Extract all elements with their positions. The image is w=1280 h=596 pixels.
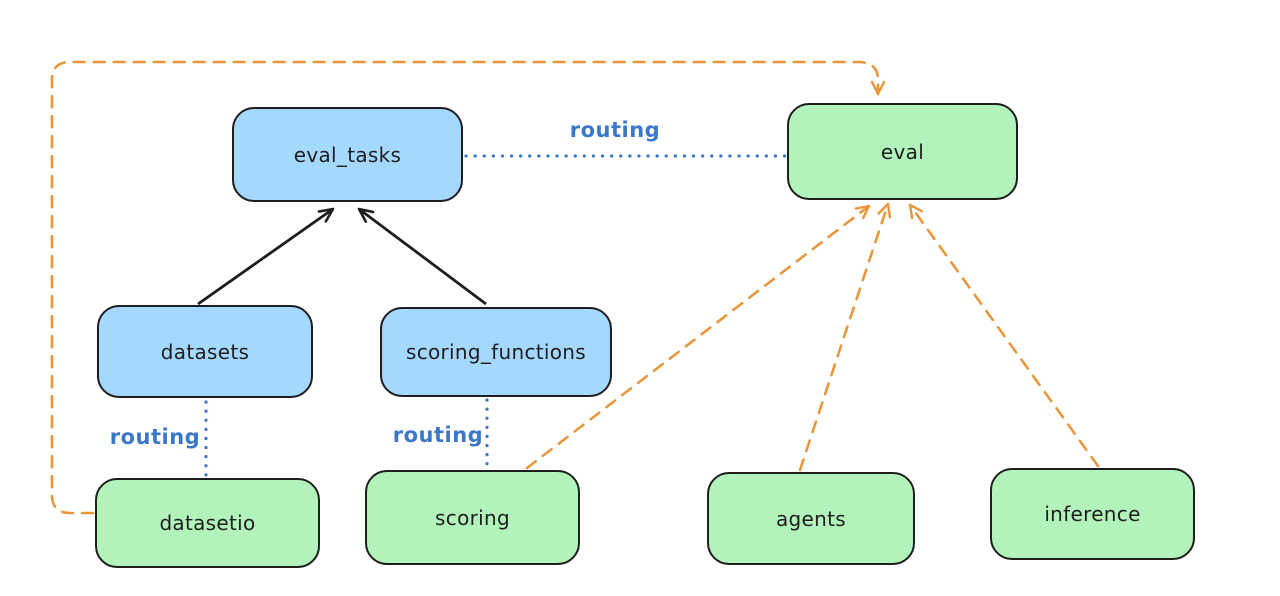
node-inference-label: inference	[1044, 502, 1141, 526]
node-datasets: datasets	[97, 305, 313, 398]
node-agents: agents	[707, 472, 915, 565]
edge-scoring-to-eval-dashed	[525, 204, 871, 470]
node-scoring-functions-label: scoring_functions	[405, 340, 587, 364]
edge-datasetio-to-eval-dashed	[50, 60, 886, 515]
edge-label-routing-datasets-datasetio: routing	[109, 425, 201, 449]
edge-datasets-to-eval-tasks	[197, 207, 335, 306]
node-datasetio: datasetio	[95, 478, 320, 568]
node-eval-tasks-label: eval_tasks	[293, 142, 402, 167]
node-scoring: scoring	[365, 470, 580, 565]
node-datasetio-label: datasetio	[159, 511, 256, 535]
node-eval-label: eval	[880, 139, 925, 164]
node-eval: eval	[787, 103, 1018, 200]
node-scoring-functions: scoring_functions	[380, 307, 612, 397]
edge-inference-to-eval-dashed	[908, 203, 1100, 468]
node-datasets-label: datasets	[160, 339, 250, 364]
node-scoring-label: scoring	[435, 505, 510, 530]
node-eval-tasks: eval_tasks	[232, 107, 463, 202]
edge-label-routing-eval-tasks-eval: routing	[569, 118, 661, 142]
edge-scoring-functions-to-eval-tasks	[357, 207, 487, 306]
edge-agents-to-eval-dashed	[798, 202, 892, 472]
edge-label-routing-scoring-functions-scoring: routing	[392, 423, 484, 447]
node-agents-label: agents	[776, 506, 846, 531]
node-inference: inference	[990, 468, 1195, 560]
